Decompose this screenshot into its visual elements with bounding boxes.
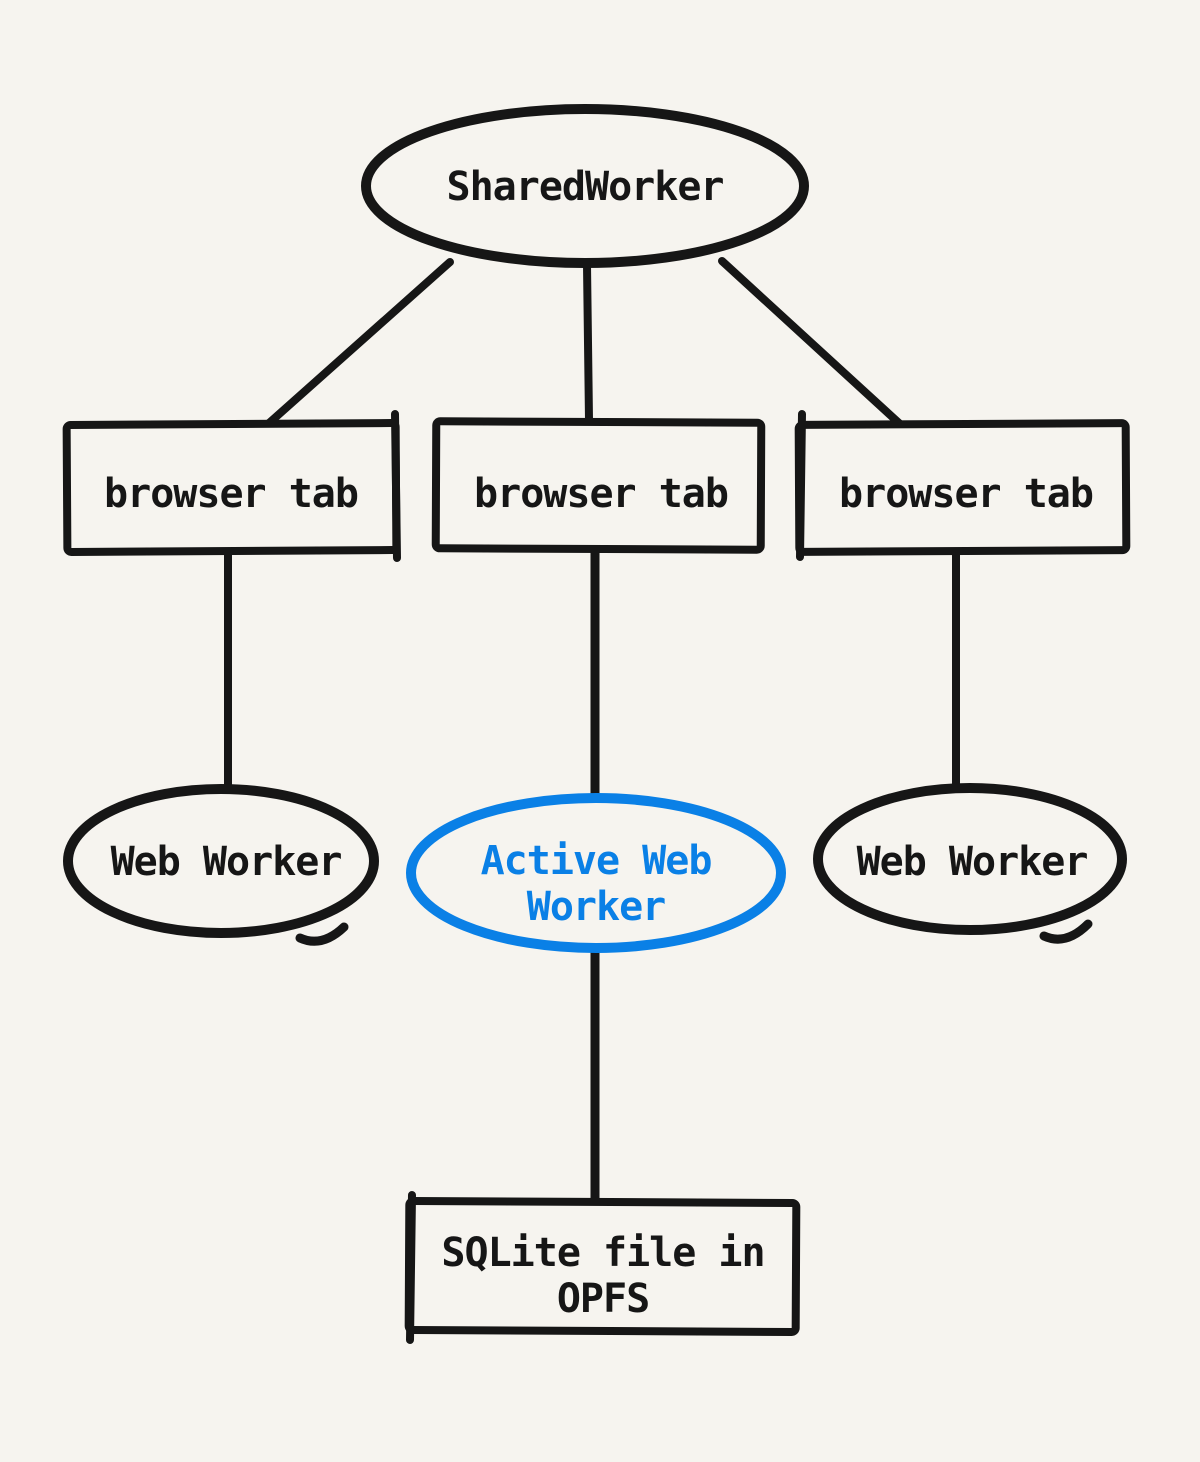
web-worker-right-label: Web Worker [856, 839, 1089, 885]
sketch-overshoot-tab1 [391, 410, 401, 562]
web-worker-left-label: Web Worker [110, 839, 343, 885]
browser-tab-2-box [431, 417, 766, 554]
browser-tab-3-label: browser tab [839, 471, 1094, 517]
edge-shared-to-tab3 [718, 257, 904, 428]
browser-tab-1-label: browser tab [104, 471, 359, 517]
shared-worker-label: SharedWorker [446, 164, 725, 210]
browser-tab-2-label: browser tab [474, 471, 729, 517]
edge-shared-to-tab2 [583, 261, 593, 424]
web-worker-right-ellipse [813, 783, 1127, 935]
sketch-notch-web-worker-right [1039, 919, 1093, 944]
sketch-overshoot-sqlite [406, 1191, 416, 1344]
sketch-overshoot-tab3 [796, 410, 806, 561]
sketch-notch-web-worker-left [295, 922, 349, 946]
sqlite-file-label: SQLite file in OPFS [441, 1230, 765, 1322]
active-web-worker-ellipse [406, 793, 786, 953]
active-web-worker-label: Active Web Worker [480, 838, 713, 930]
shared-worker-ellipse [361, 104, 809, 268]
web-worker-left-ellipse [63, 784, 379, 938]
edge-shared-to-tab1 [264, 258, 454, 428]
